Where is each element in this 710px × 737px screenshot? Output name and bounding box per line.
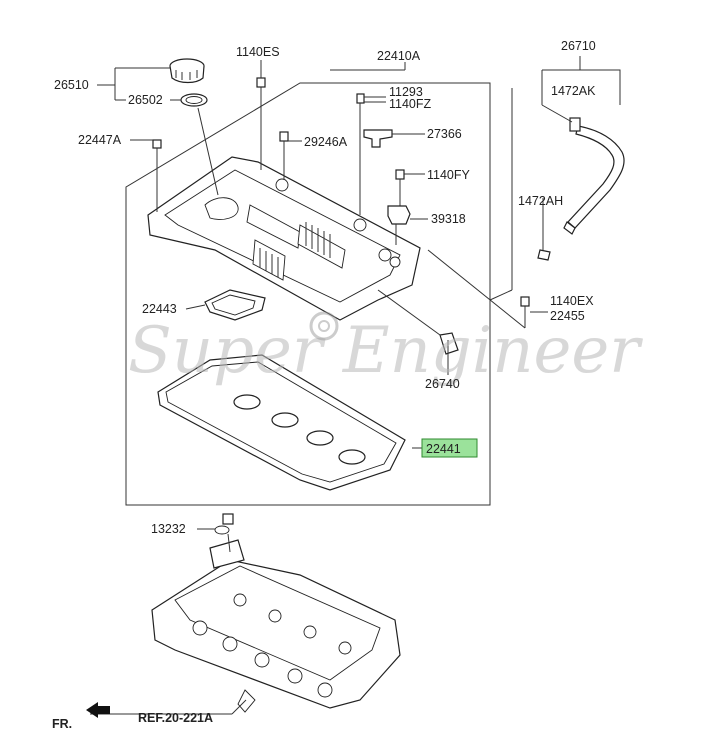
gasket-22441 <box>157 354 406 491</box>
highlight-box <box>421 438 478 458</box>
cover-ribs <box>259 222 331 277</box>
bolt-22447A <box>130 139 162 212</box>
label-1140FY: 1140FY <box>427 168 471 182</box>
watermark: Super Engineer <box>128 314 643 388</box>
label-22447A: 22447A <box>78 133 122 147</box>
bolt-1140EX <box>427 249 548 329</box>
label-1472AK: 1472AK <box>551 84 596 98</box>
part-29246A <box>279 131 302 180</box>
oil-filler-cap <box>169 58 205 84</box>
label-1140EX: 1140EX <box>550 294 594 308</box>
label-front: FR. <box>52 717 72 731</box>
front-arrow-icon <box>86 702 110 718</box>
label-ref: REF.20-221A <box>138 711 213 725</box>
label-22455: 22455 <box>550 309 585 323</box>
plug-13232 <box>197 513 234 553</box>
breather-hose <box>537 104 625 261</box>
label-1140ES: 1140ES <box>236 45 280 59</box>
gasket-22443 <box>185 289 266 321</box>
label-26710: 26710 <box>561 39 596 53</box>
cylinder-head <box>151 539 401 713</box>
label-39318: 39318 <box>431 212 466 226</box>
hose-frame <box>511 56 621 290</box>
label-26740: 26740 <box>425 377 460 391</box>
rocker-cover <box>147 156 421 321</box>
bolt-1140ES <box>256 60 266 170</box>
stud-11293 <box>356 93 386 215</box>
label-22410A: 22410A <box>377 49 421 63</box>
label-1140FZ: 1140FZ <box>389 97 432 111</box>
leader-lines <box>90 62 449 715</box>
label-26502: 26502 <box>128 93 163 107</box>
label-22443: 22443 <box>142 302 177 316</box>
label-27366: 27366 <box>427 127 462 141</box>
sensor-39318 <box>387 205 428 245</box>
assembly-frame <box>125 82 491 506</box>
gear-icon <box>309 311 339 341</box>
label-29246A: 29246A <box>304 135 348 149</box>
bolt-1140FY <box>395 169 425 210</box>
label-11293: 11293 <box>389 85 423 99</box>
bracket-27366 <box>363 129 425 148</box>
label-22441: 22441 <box>426 442 461 456</box>
label-13232: 13232 <box>151 522 186 536</box>
label-1472AH: 1472AH <box>518 194 563 208</box>
label-26510: 26510 <box>54 78 89 92</box>
